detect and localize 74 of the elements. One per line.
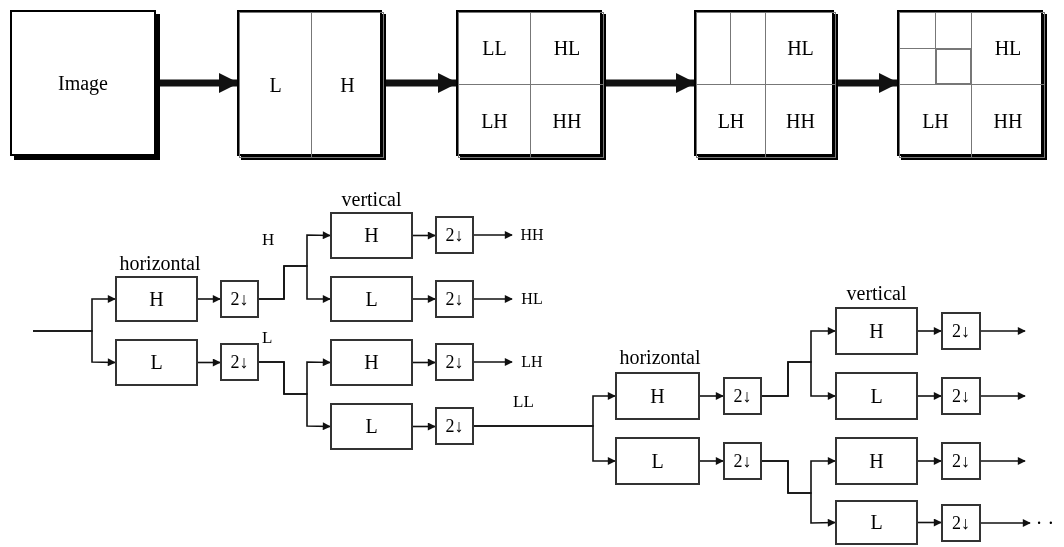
stage-heading: horizontal	[618, 346, 702, 368]
arrow	[761, 460, 836, 527]
arrow	[197, 295, 221, 303]
subband-cell: LH	[458, 84, 531, 158]
filter-box: H	[330, 212, 413, 259]
arrow	[917, 518, 942, 527]
downsampler-box: 2↓	[941, 312, 981, 350]
downsampler-box: 2↓	[723, 377, 762, 415]
subband-cell: L	[239, 12, 312, 158]
arrow	[980, 457, 1026, 465]
filter-box: L	[835, 372, 918, 420]
arrow	[980, 327, 1026, 335]
arrow	[197, 358, 221, 367]
downsampler-box: 2↓	[435, 280, 474, 318]
output-label: HH	[512, 225, 552, 245]
arrow	[412, 231, 436, 240]
downsampler-box: 2↓	[941, 442, 981, 480]
subband-cell: HL	[530, 12, 604, 85]
filter-box: H	[115, 276, 198, 322]
arrow	[258, 361, 331, 431]
arrow	[980, 392, 1026, 400]
filter-box: L	[115, 339, 198, 386]
stage-heading: horizontal	[118, 252, 202, 274]
subband-cell	[935, 12, 972, 49]
subband-cell	[936, 49, 971, 84]
filter-box: H	[835, 307, 918, 355]
stage-heading: vertical	[845, 282, 908, 304]
subband-cell: HH	[765, 84, 836, 158]
stage-heading: vertical	[340, 188, 403, 210]
arrow	[473, 358, 513, 366]
arrow	[917, 457, 942, 465]
downsampler-box: 2↓	[220, 280, 259, 318]
downsampler-box: 2↓	[941, 504, 981, 542]
arrow	[412, 295, 436, 303]
downsampler-box: 2↓	[941, 377, 981, 415]
arrow	[32, 330, 116, 367]
arrow	[761, 361, 836, 400]
output-label: LH	[512, 352, 552, 372]
subband-cell: HH	[971, 84, 1045, 158]
arrow	[412, 358, 436, 367]
downsampler-box: 2↓	[435, 343, 474, 381]
subband-cell: HL	[765, 12, 836, 85]
subband-cell: H	[311, 12, 384, 158]
downsampler-box: 2↓	[723, 442, 762, 480]
subband-cell	[899, 12, 936, 49]
filter-box: L	[330, 276, 413, 322]
arrow	[258, 265, 331, 303]
filter-box: L	[615, 437, 700, 485]
arrow	[473, 231, 513, 239]
arrow	[917, 327, 942, 335]
filter-box: L	[835, 500, 918, 545]
subband-cell: HL	[971, 12, 1045, 85]
arrow	[412, 422, 436, 431]
downsampler-box: 2↓	[435, 216, 474, 254]
arrow	[699, 457, 724, 465]
arrow	[699, 392, 724, 400]
subband-cell: LL	[458, 12, 531, 85]
filter-box: H	[330, 339, 413, 386]
output-label: HL	[512, 289, 552, 309]
subband-cell	[899, 48, 936, 85]
subband-cell	[696, 12, 731, 85]
filter-box: L	[330, 403, 413, 450]
arrow	[473, 295, 513, 303]
subband-cell: LH	[696, 84, 766, 158]
subband-cell: HH	[530, 84, 604, 158]
arrow	[917, 392, 942, 400]
subband-cell: LH	[899, 84, 972, 158]
downsampler-box: 2↓	[220, 343, 259, 381]
arrow	[980, 519, 1031, 527]
filter-box: H	[615, 372, 700, 420]
downsampler-box: 2↓	[435, 407, 474, 445]
ellipsis: · ·	[1030, 513, 1060, 533]
arrow	[473, 425, 616, 465]
filter-box: H	[835, 437, 918, 485]
